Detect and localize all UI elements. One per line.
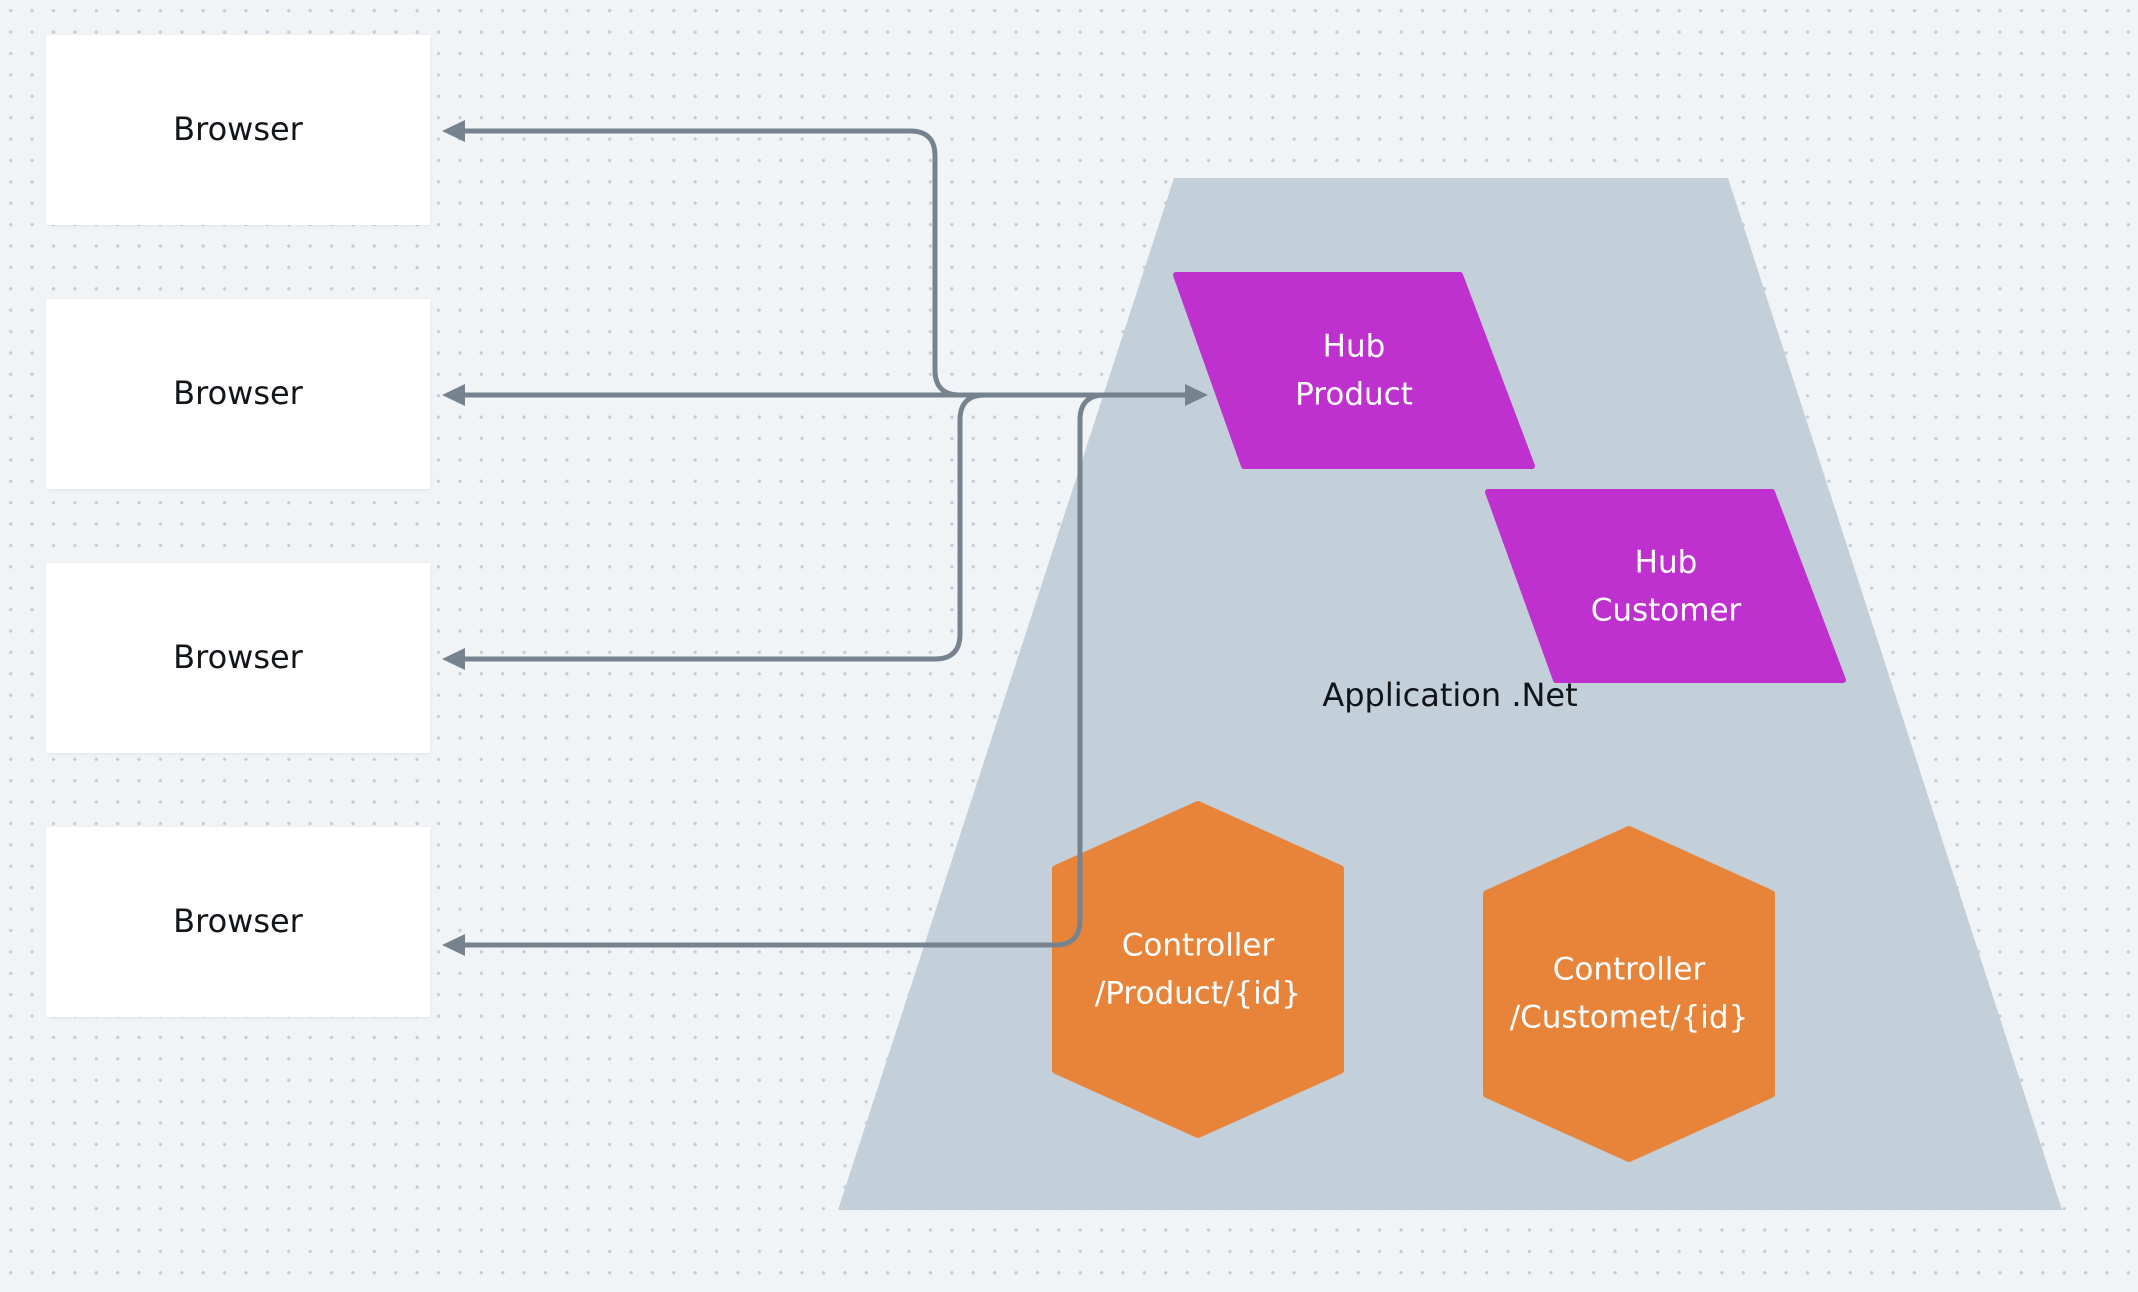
- hub-product-node[interactable]: Hub Product: [1173, 272, 1535, 469]
- browser-box[interactable]: [46, 299, 430, 489]
- arrowhead-browser3: [442, 648, 465, 670]
- browser-box[interactable]: [46, 35, 430, 225]
- controller-customer-label-line2: /Customet/{id}: [1510, 1000, 1749, 1036]
- hub-product-shape[interactable]: [1173, 272, 1535, 469]
- controller-customer-shape[interactable]: [1483, 826, 1775, 1162]
- hub-product-label-line2: Product: [1295, 377, 1413, 413]
- arrowhead-hub-product: [1185, 384, 1208, 406]
- hub-product-label-line1: Hub: [1323, 329, 1386, 365]
- controller-customer-node[interactable]: Controller /Customet/{id}: [1483, 826, 1775, 1162]
- browser-label: Browser: [173, 374, 304, 412]
- hub-customer-label-line2: Customer: [1591, 593, 1742, 629]
- connector-browser1-hub-product[interactable]: [455, 128, 1193, 398]
- application-label: Application .Net: [1322, 676, 1577, 714]
- hub-customer-node[interactable]: Hub Customer: [1485, 489, 1846, 683]
- browser-label: Browser: [173, 110, 304, 148]
- browser-label: Browser: [173, 902, 304, 940]
- arrowhead-browser1: [442, 120, 465, 142]
- browser-node[interactable]: Browser: [46, 563, 430, 753]
- arrowhead-browser4: [442, 934, 465, 956]
- browser-box[interactable]: [46, 563, 430, 753]
- controller-customer-label-line1: Controller: [1553, 952, 1706, 988]
- connector-browser3-hub-product[interactable]: [455, 392, 988, 662]
- browser-node[interactable]: Browser: [46, 827, 430, 1017]
- connector-browser4-hub-product[interactable]: [455, 392, 1108, 948]
- browser-box[interactable]: [46, 827, 430, 1017]
- controller-product-label-line2: /Product/{id}: [1095, 976, 1301, 1012]
- controller-product-shape[interactable]: [1052, 801, 1344, 1138]
- controller-product-label-line1: Controller: [1122, 928, 1275, 964]
- browser-node[interactable]: Browser: [46, 299, 430, 489]
- browser-node[interactable]: Browser: [46, 35, 430, 225]
- browser-label: Browser: [173, 638, 304, 676]
- arrowhead-browser2: [442, 384, 465, 406]
- controller-product-node[interactable]: Controller /Product/{id}: [1052, 801, 1344, 1138]
- hub-customer-label-line1: Hub: [1635, 545, 1698, 581]
- hub-customer-shape[interactable]: [1485, 489, 1846, 683]
